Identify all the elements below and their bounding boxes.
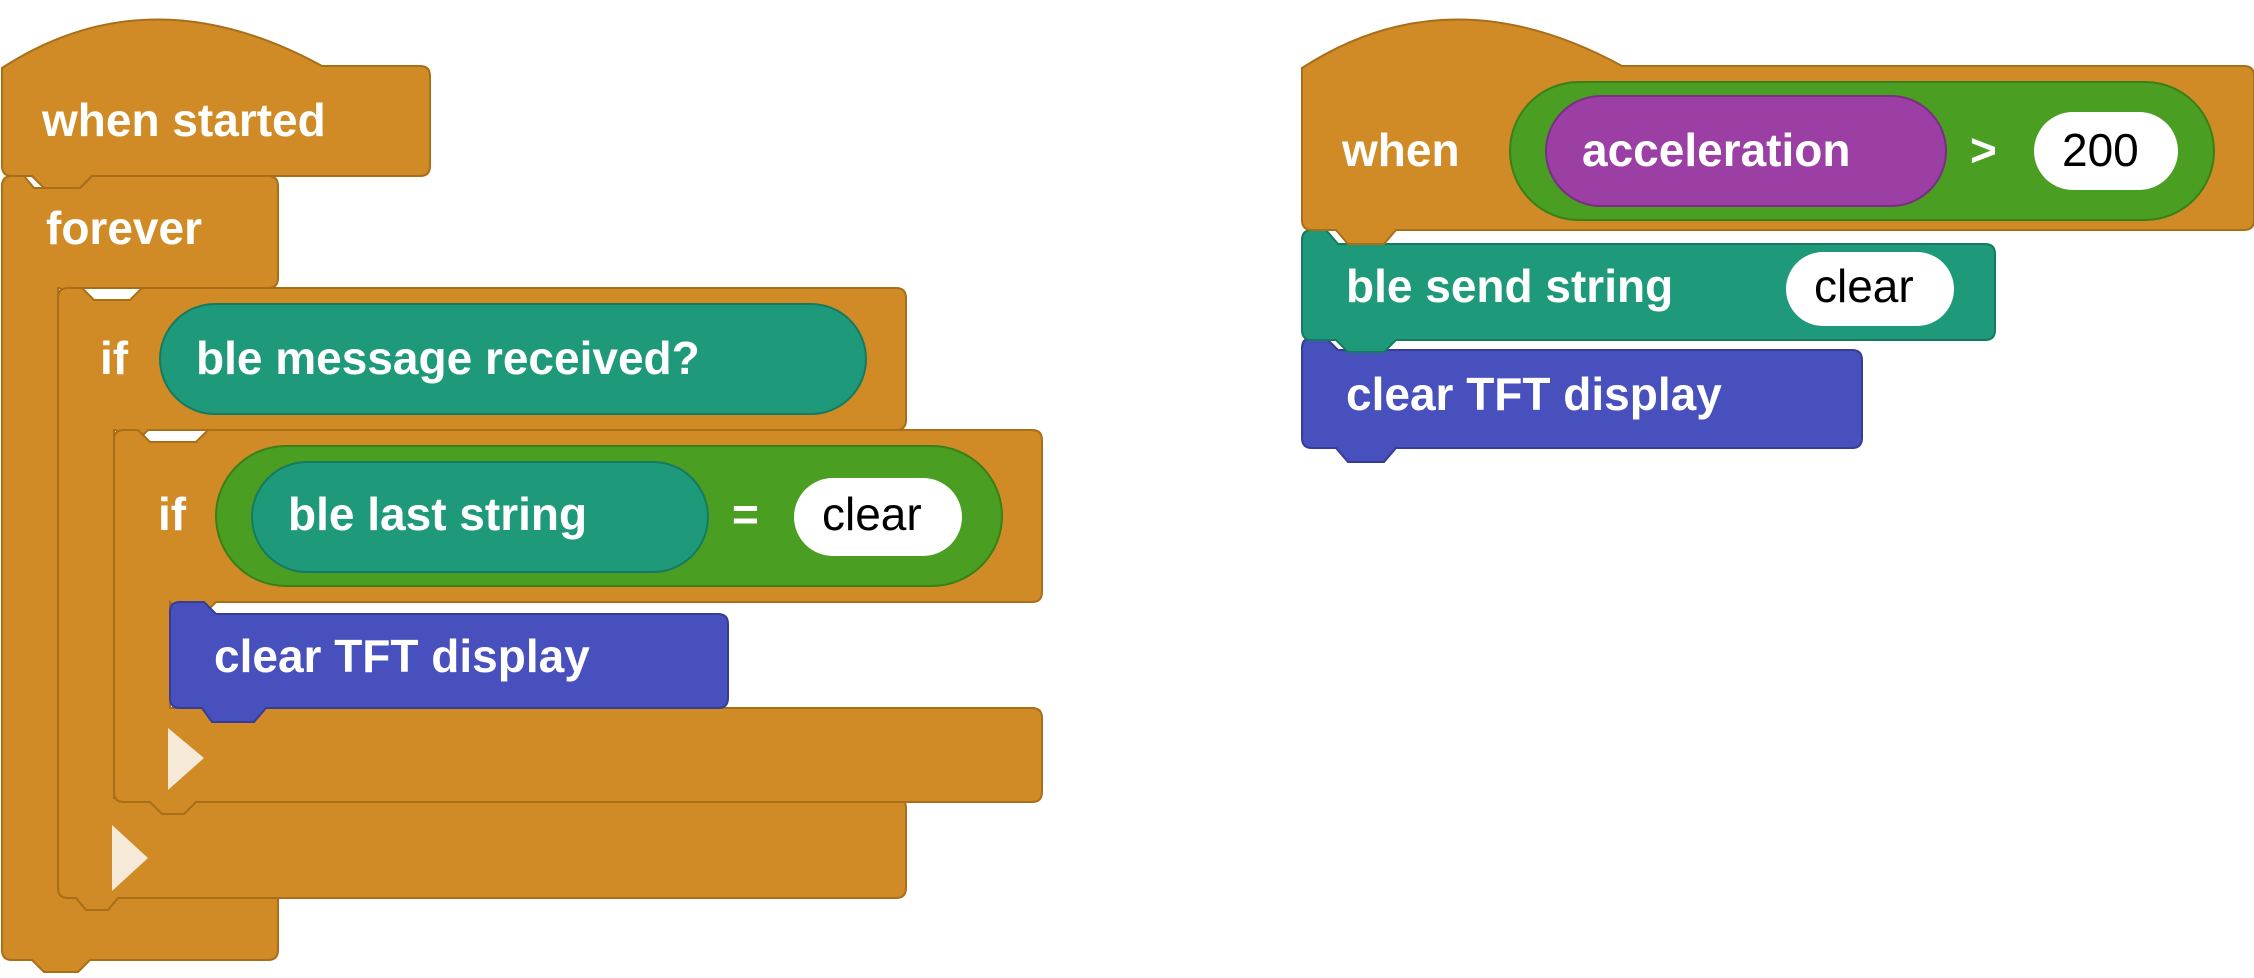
ble-send-string-label: ble send string [1346, 260, 1673, 312]
if-keyword-inner: if [158, 488, 187, 540]
threshold-literal-input[interactable] [2034, 112, 2178, 190]
forever-label: forever [46, 202, 202, 254]
clear-tft-display-label-2: clear TFT display [1346, 368, 1722, 420]
if-keyword-outer: if [100, 332, 129, 384]
send-literal-input[interactable] [1786, 252, 1954, 326]
ble-message-received-reporter[interactable] [159, 303, 867, 415]
greater-than-sign: > [1970, 124, 1997, 176]
equals-sign: = [732, 488, 759, 540]
ble-send-string-block[interactable]: ble send string clear [1301, 229, 1996, 353]
script-when-started[interactable]: forever if ble message received? if ble … [1, 18, 1043, 973]
clear-tft-display-block-2[interactable]: clear TFT display [1301, 337, 1863, 463]
clear-literal-input[interactable] [794, 478, 962, 556]
clear-literal-text: clear [822, 488, 922, 540]
when-started-label: when started [41, 94, 326, 146]
ble-last-string-label: ble last string [288, 488, 587, 540]
when-condition-hat[interactable]: when acceleration > 200 [1301, 18, 2254, 245]
ble-message-received-label: ble message received? [196, 332, 700, 384]
ble-last-string-reporter[interactable] [251, 461, 709, 573]
send-literal-text: clear [1814, 260, 1914, 312]
clear-tft-display-block-1[interactable]: clear TFT display [169, 601, 729, 723]
expand-arrow-icon-outer[interactable] [112, 825, 148, 891]
script-when-condition[interactable]: clear TFT display ble send string clear … [1301, 18, 2254, 463]
threshold-literal-text: 200 [2062, 124, 2139, 176]
if-block-outer[interactable]: if ble message received? [57, 287, 907, 911]
acceleration-reporter[interactable] [1545, 95, 1947, 207]
clear-tft-display-label-1: clear TFT display [214, 630, 590, 682]
when-started-hat[interactable]: when started [1, 18, 431, 189]
when-keyword: when [1341, 124, 1460, 176]
expand-arrow-icon-inner[interactable] [168, 728, 204, 790]
if-block-inner[interactable]: if ble last string = clear [113, 429, 1043, 815]
acceleration-label: acceleration [1582, 124, 1850, 176]
